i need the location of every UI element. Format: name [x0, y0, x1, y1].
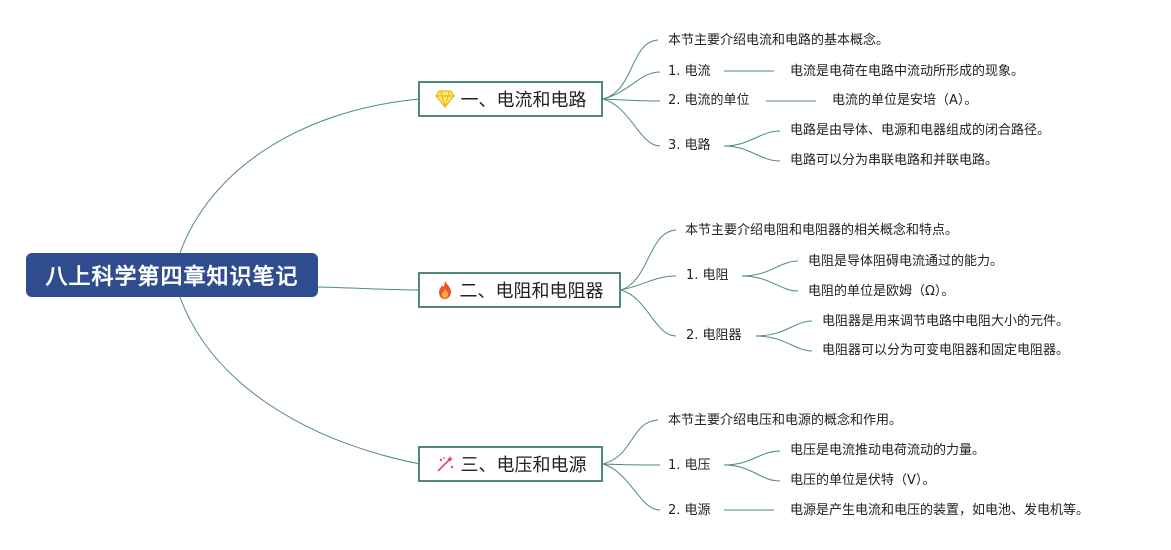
root-title: 八上科学第四章知识笔记	[45, 265, 299, 290]
root-topic[interactable]: 八上科学第四章知识笔记	[26, 253, 318, 297]
detail-text: 电压的单位是伏特（V）。	[790, 473, 936, 488]
branch-topic-voltage-source[interactable]: 三、电压和电源	[418, 446, 603, 482]
item-label[interactable]: 3. 电路	[668, 138, 711, 153]
detail-text: 电阻器是用来调节电路中电阻大小的元件。	[822, 314, 1070, 329]
fire-icon	[436, 280, 454, 300]
branch-title: 一、电流和电路	[460, 90, 587, 111]
intro-text: 本节主要介绍电阻和电阻器的相关概念和特点。	[685, 223, 959, 238]
item-label[interactable]: 1. 电阻	[686, 268, 729, 283]
detail-text: 电压是电流推动电荷流动的力量。	[790, 443, 986, 458]
detail-text: 电流是电荷在电路中流动所形成的现象。	[790, 64, 1025, 79]
branch-topic-current-circuit[interactable]: 一、电流和电路	[418, 81, 603, 117]
branch-title: 二、电阻和电阻器	[459, 281, 604, 302]
sparkle-icon	[435, 455, 455, 473]
branch-topic-resistance[interactable]: 二、电阻和电阻器	[418, 272, 621, 308]
diamond-icon	[434, 90, 455, 108]
detail-text: 电路是由导体、电源和电器组成的闭合路径。	[790, 123, 1051, 138]
detail-text: 电源是产生电流和电压的装置，如电池、发电机等。	[790, 503, 1090, 518]
item-label[interactable]: 2. 电源	[668, 503, 711, 518]
intro-text: 本节主要介绍电流和电路的基本概念。	[668, 33, 890, 48]
item-label[interactable]: 1. 电流	[668, 64, 711, 79]
intro-text: 本节主要介绍电压和电源的概念和作用。	[668, 413, 903, 428]
item-label[interactable]: 2. 电流的单位	[668, 93, 750, 108]
detail-text: 电路可以分为串联电路和并联电路。	[790, 153, 999, 168]
item-label[interactable]: 1. 电压	[668, 458, 711, 473]
detail-text: 电阻是导体阻碍电流通过的能力。	[808, 254, 1004, 269]
branch-title: 三、电压和电源	[460, 455, 587, 476]
item-label[interactable]: 2. 电阻器	[686, 328, 742, 343]
detail-text: 电阻的单位是欧姆（Ω）。	[808, 284, 955, 299]
detail-text: 电流的单位是安培（A）。	[832, 93, 978, 108]
detail-text: 电阻器可以分为可变电阻器和固定电阻器。	[822, 343, 1070, 358]
